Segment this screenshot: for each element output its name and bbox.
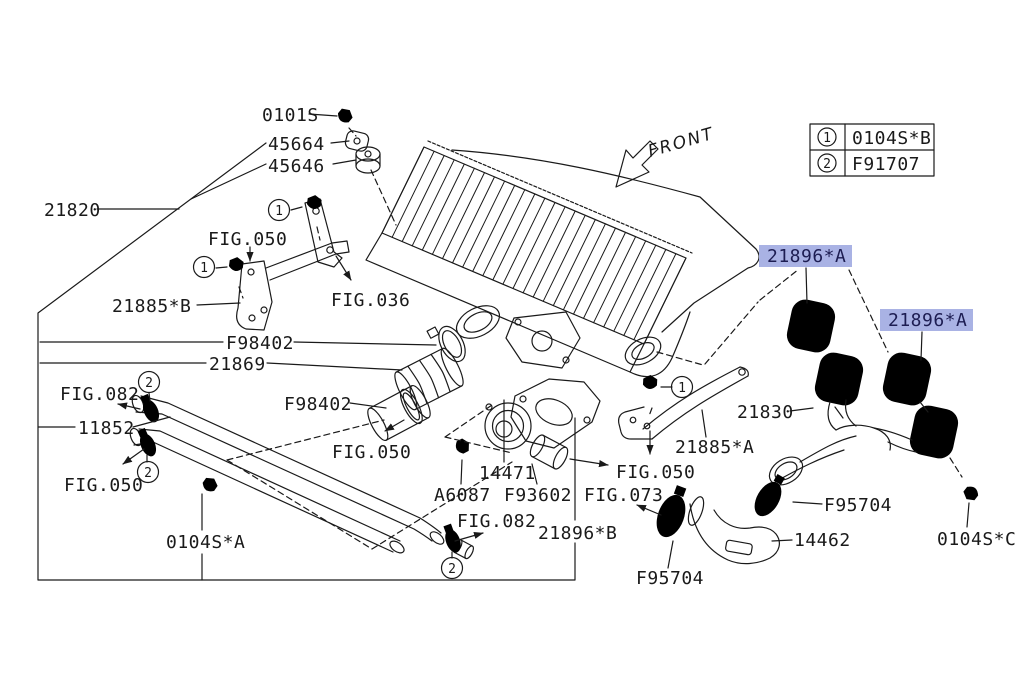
label-fig036: FIG.036 [331,290,410,311]
stay-21885b [236,240,350,331]
gasket-plate-21896b [510,378,601,449]
label-21896a-2: 21896*A [888,310,967,331]
label-0104sc: 0104S*C [937,529,1016,550]
stay-21885a [618,366,749,440]
bolt-0101s [323,105,356,140]
bellows-21869 [394,347,464,411]
label-f95704-left: F95704 [636,568,704,589]
bolt-a6087 [437,436,473,464]
front-arrow-icon [615,140,659,188]
highlight-21896a-1 [759,245,852,267]
inlet-port [455,305,501,339]
callout-1-upper: 1 [275,204,283,219]
label-11852: 11852 [78,418,135,439]
label-fig073: FIG.073 [584,485,663,506]
label-f98402-top: F98402 [226,333,294,354]
legend-content: 1 0104S*B 2 F91707 [823,128,931,175]
label-14462: 14462 [794,530,851,551]
label-45664: 45664 [268,134,325,155]
label-21896a-1: 21896*A [767,246,846,267]
mounting-plate [505,311,581,369]
callout-1-left: 1 [200,261,208,276]
hose-f98402-mid [367,384,431,442]
bolt-callout1-right [641,374,658,408]
legend-part-1: 0104S*B [852,128,931,149]
outlet-port [624,336,662,366]
fig-arrows [117,246,662,542]
label-fig050-hose: FIG.050 [332,442,411,463]
label-45646: 45646 [268,156,325,177]
gasket-21896a-1 [784,296,838,356]
label-fig082-left: FIG.082 [60,384,139,405]
pipe-21830 [768,349,961,486]
legend-callout-2: 2 [823,157,831,172]
legend-part-2: F91707 [852,154,920,175]
leader-lines [37,113,970,581]
label-21869: 21869 [209,354,266,375]
part-labels: 0101S 45664 45646 21820 FIG.050 21885*B … [44,105,1016,589]
air-duct-14462 [687,496,780,565]
label-21830: 21830 [737,402,794,423]
label-f95704-right: F95704 [824,495,892,516]
label-14471: 14471 [479,463,536,484]
dashed-links [226,127,963,550]
label-0101s: 0101S [262,105,319,126]
gasket-21896a-2 [880,349,934,409]
label-21820: 21820 [44,200,101,221]
intercooler-21820 [365,140,760,378]
clamp-f98402-top [426,325,466,363]
callout-digits: 1 1 1 2 2 2 [144,204,686,577]
label-fig082-bottom: FIG.082 [457,511,536,532]
screw-0104sc [960,469,992,504]
grouping-border [37,142,576,581]
label-fig050-top: FIG.050 [208,229,287,250]
callout-circles [136,198,694,580]
label-0104sa: 0104S*A [166,532,245,553]
label-fig050-right: FIG.050 [616,462,695,483]
legend-table [809,123,935,177]
washer-45664 [344,130,370,152]
callout-2-pipe-upper: 2 [145,376,153,391]
callout-2-pipe-lower: 2 [144,466,152,481]
callout-2-pipe-end: 2 [448,562,456,577]
bolt-0104sa [190,474,220,509]
label-21885a: 21885*A [675,437,754,458]
intercooler-fins [381,146,687,345]
label-21896b: 21896*B [538,523,617,544]
label-21885b: 21885*B [112,296,191,317]
valve-14471 [484,402,532,450]
highlight-21896a-2 [880,309,973,331]
label-f98402-mid: F98402 [284,394,352,415]
callout-1-right: 1 [678,381,686,396]
label-fig050-left: FIG.050 [64,475,143,496]
label-f93602: F93602 [504,485,572,506]
front-label: FRONT [646,124,717,162]
hose-f93602 [529,434,569,470]
legend-callout-1: 1 [823,131,831,146]
label-a6087: A6087 [434,485,491,506]
